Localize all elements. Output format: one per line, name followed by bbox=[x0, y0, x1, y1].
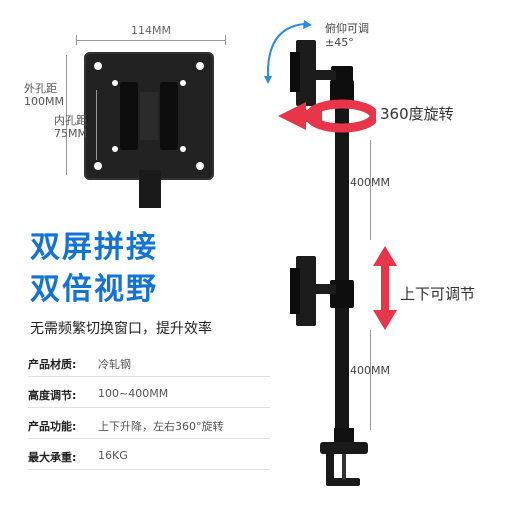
spec-value: 上下升降，左右360°旋转 bbox=[98, 420, 224, 433]
vesa-outer-dimension-line bbox=[66, 55, 67, 175]
tilt-label-title: 俯仰可调 bbox=[325, 22, 369, 35]
lower-arm bbox=[314, 284, 336, 294]
vesa-outer-value: 100MM bbox=[24, 95, 64, 108]
up-down-arrow-icon bbox=[373, 246, 397, 330]
spec-row-load: 最大承重: 16KG bbox=[28, 443, 270, 470]
upper-monitor-mount-plate bbox=[290, 52, 300, 92]
vesa-width-label: 114MM bbox=[131, 24, 171, 37]
tilt-label: 俯仰可调 ±45° bbox=[325, 22, 369, 50]
upper-length-dimension-line bbox=[370, 140, 371, 240]
plate-hole bbox=[180, 146, 186, 152]
headline-line-2: 双倍视野 bbox=[30, 272, 158, 307]
vesa-outer-spacing-label: 外孔距 100MM bbox=[24, 82, 64, 108]
lower-monitor-bracket bbox=[296, 256, 316, 326]
spec-label: 高度调节: bbox=[28, 389, 77, 402]
upper-monitor-bracket bbox=[296, 40, 316, 106]
spec-value: 100~400MM bbox=[98, 387, 169, 400]
tilt-arrow-icon bbox=[264, 20, 312, 84]
upper-length-label: 400MM bbox=[350, 176, 390, 189]
vesa-width-tick-right bbox=[225, 35, 226, 45]
pole-top-cap bbox=[331, 66, 353, 82]
spec-value: 冷轧钢 bbox=[98, 358, 131, 371]
upper-arm bbox=[314, 70, 336, 80]
spec-row-function: 产品功能: 上下升降，左右360°旋转 bbox=[28, 412, 270, 439]
plate-hole bbox=[112, 146, 118, 152]
vesa-outer-title: 外孔距 bbox=[24, 82, 57, 95]
plate-hole bbox=[180, 80, 186, 86]
headline-line-1: 双屏拼接 bbox=[30, 230, 158, 265]
plate-hole bbox=[196, 62, 204, 70]
vesa-pole-stub bbox=[139, 170, 161, 208]
plate-channel bbox=[120, 82, 138, 150]
rotate-arrow-icon bbox=[278, 99, 376, 133]
spec-row-height: 高度调节: 100~400MM bbox=[28, 381, 270, 408]
plate-channel bbox=[160, 82, 178, 150]
spec-label: 最大承重: bbox=[28, 451, 77, 464]
tilt-label-angle: ±45° bbox=[325, 36, 354, 49]
lower-length-label: 400MM bbox=[350, 364, 390, 377]
vesa-mounting-plate bbox=[84, 52, 214, 180]
desk-clamp bbox=[320, 428, 368, 486]
updown-label: 上下可调节 bbox=[400, 285, 476, 303]
lower-length-dimension-line bbox=[370, 330, 371, 430]
vesa-inner-value: 75MM bbox=[54, 127, 87, 140]
rotate-label: 360度旋转 bbox=[380, 105, 454, 123]
lower-monitor-mount-plate bbox=[290, 268, 300, 314]
plate-hole bbox=[94, 62, 102, 70]
spec-label: 产品功能: bbox=[28, 420, 77, 433]
spec-row-material: 产品材质: 冷轧钢 bbox=[28, 350, 270, 377]
plate-center-bracket bbox=[140, 92, 158, 140]
sub-headline: 无需频繁切换窗口，提升效率 bbox=[30, 321, 212, 337]
plate-hole bbox=[196, 162, 204, 170]
vesa-width-dimension-line bbox=[76, 40, 226, 41]
spec-label: 产品材质: bbox=[28, 358, 77, 371]
vesa-width-tick-left bbox=[76, 35, 77, 45]
spec-value: 16KG bbox=[98, 449, 128, 462]
vesa-inner-dimension-line bbox=[96, 90, 97, 160]
plate-hole bbox=[94, 162, 102, 170]
main-pole bbox=[335, 66, 349, 452]
vesa-inner-spacing-label: 内孔距 75MM bbox=[54, 114, 87, 140]
vesa-inner-title: 内孔距 bbox=[54, 114, 87, 127]
plate-hole bbox=[112, 80, 118, 86]
